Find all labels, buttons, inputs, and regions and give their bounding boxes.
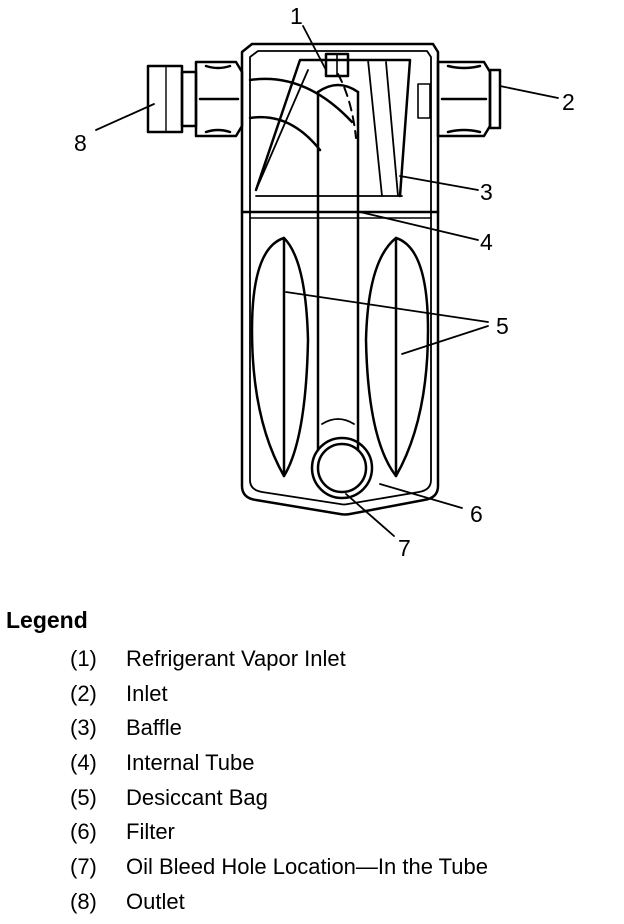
baffle-left-fold xyxy=(255,69,309,191)
canister-outer-shell xyxy=(240,42,440,516)
canister-inner-shell xyxy=(249,50,432,506)
legend-item-label: Desiccant Bag xyxy=(126,784,268,810)
callout-1: 1 xyxy=(290,3,303,29)
leader-7 xyxy=(345,493,395,537)
leader-5a xyxy=(285,291,489,323)
hidden-tube-edge xyxy=(337,73,357,139)
legend-item-number: (7) xyxy=(70,854,97,880)
desiccant-bag-left xyxy=(250,236,286,478)
internal-tube-top xyxy=(316,83,360,94)
legend-item-label: Inlet xyxy=(126,680,168,706)
legend-title: Legend xyxy=(6,607,88,633)
legend-item: (3) Baffle xyxy=(6,711,618,746)
desiccant-bag-right xyxy=(394,236,430,478)
baffle-right-fold-2 xyxy=(385,61,399,197)
legend-item: (5) Desiccant Bag xyxy=(6,781,618,816)
legend-item-number: (8) xyxy=(70,888,97,914)
legend-item-label: Internal Tube xyxy=(126,750,255,776)
callout-4: 4 xyxy=(480,229,493,255)
callout-5: 5 xyxy=(496,313,509,339)
legend: Legend (1) Refrigerant Vapor Inlet (2) I… xyxy=(6,606,618,920)
callout-7: 7 xyxy=(398,535,411,561)
accumulator-diagram: 1 2 3 4 5 6 7 8 xyxy=(74,3,575,561)
leader-3 xyxy=(399,175,479,191)
legend-item-number: (3) xyxy=(70,715,97,741)
leader-5b xyxy=(401,325,489,355)
callout-2: 2 xyxy=(562,89,575,115)
legend-item: (1) Refrigerant Vapor Inlet xyxy=(6,642,618,677)
leader-8 xyxy=(95,103,155,131)
baffle-right-fold xyxy=(367,59,383,197)
callout-6: 6 xyxy=(470,501,483,527)
leader-4 xyxy=(359,211,479,241)
inlet-sweep-outer xyxy=(248,77,354,124)
desiccant-bag-left-outer xyxy=(282,236,310,478)
legend-item-number: (1) xyxy=(70,646,97,671)
legend-item-label: Refrigerant Vapor Inlet xyxy=(126,646,346,671)
legend-item-label: Filter xyxy=(126,819,175,845)
legend-item: (2) Inlet xyxy=(6,677,618,712)
filter-inner xyxy=(316,442,368,494)
legend-item: (6) Filter xyxy=(6,815,618,850)
legend-item: (7) Oil Bleed Hole Location—In the Tube xyxy=(6,850,618,885)
legend-item-number: (4) xyxy=(70,750,97,776)
legend-item-label: Outlet xyxy=(126,888,185,914)
legend-item-number: (2) xyxy=(70,680,97,706)
legend-item-number: (5) xyxy=(70,784,97,810)
callout-8: 8 xyxy=(74,130,87,156)
desiccant-bag-right-outer xyxy=(364,236,398,478)
leader-2 xyxy=(499,85,559,99)
legend-item-label: Baffle xyxy=(126,715,182,741)
legend-item-label: Oil Bleed Hole Location—In the Tube xyxy=(126,854,489,880)
baffle xyxy=(254,58,412,198)
legend-item-number: (6) xyxy=(70,819,97,845)
legend-item: (4) Internal Tube xyxy=(6,746,618,781)
inlet-fitting xyxy=(417,60,502,138)
callout-3: 3 xyxy=(480,179,493,205)
inlet-sweep-inner xyxy=(248,115,322,152)
leader-6 xyxy=(379,483,463,509)
tube-bottom-wave xyxy=(321,418,355,425)
filter xyxy=(310,436,374,500)
leader-1 xyxy=(302,25,327,71)
legend-item: (8) Outlet xyxy=(6,885,618,920)
outlet-fitting xyxy=(146,60,244,138)
